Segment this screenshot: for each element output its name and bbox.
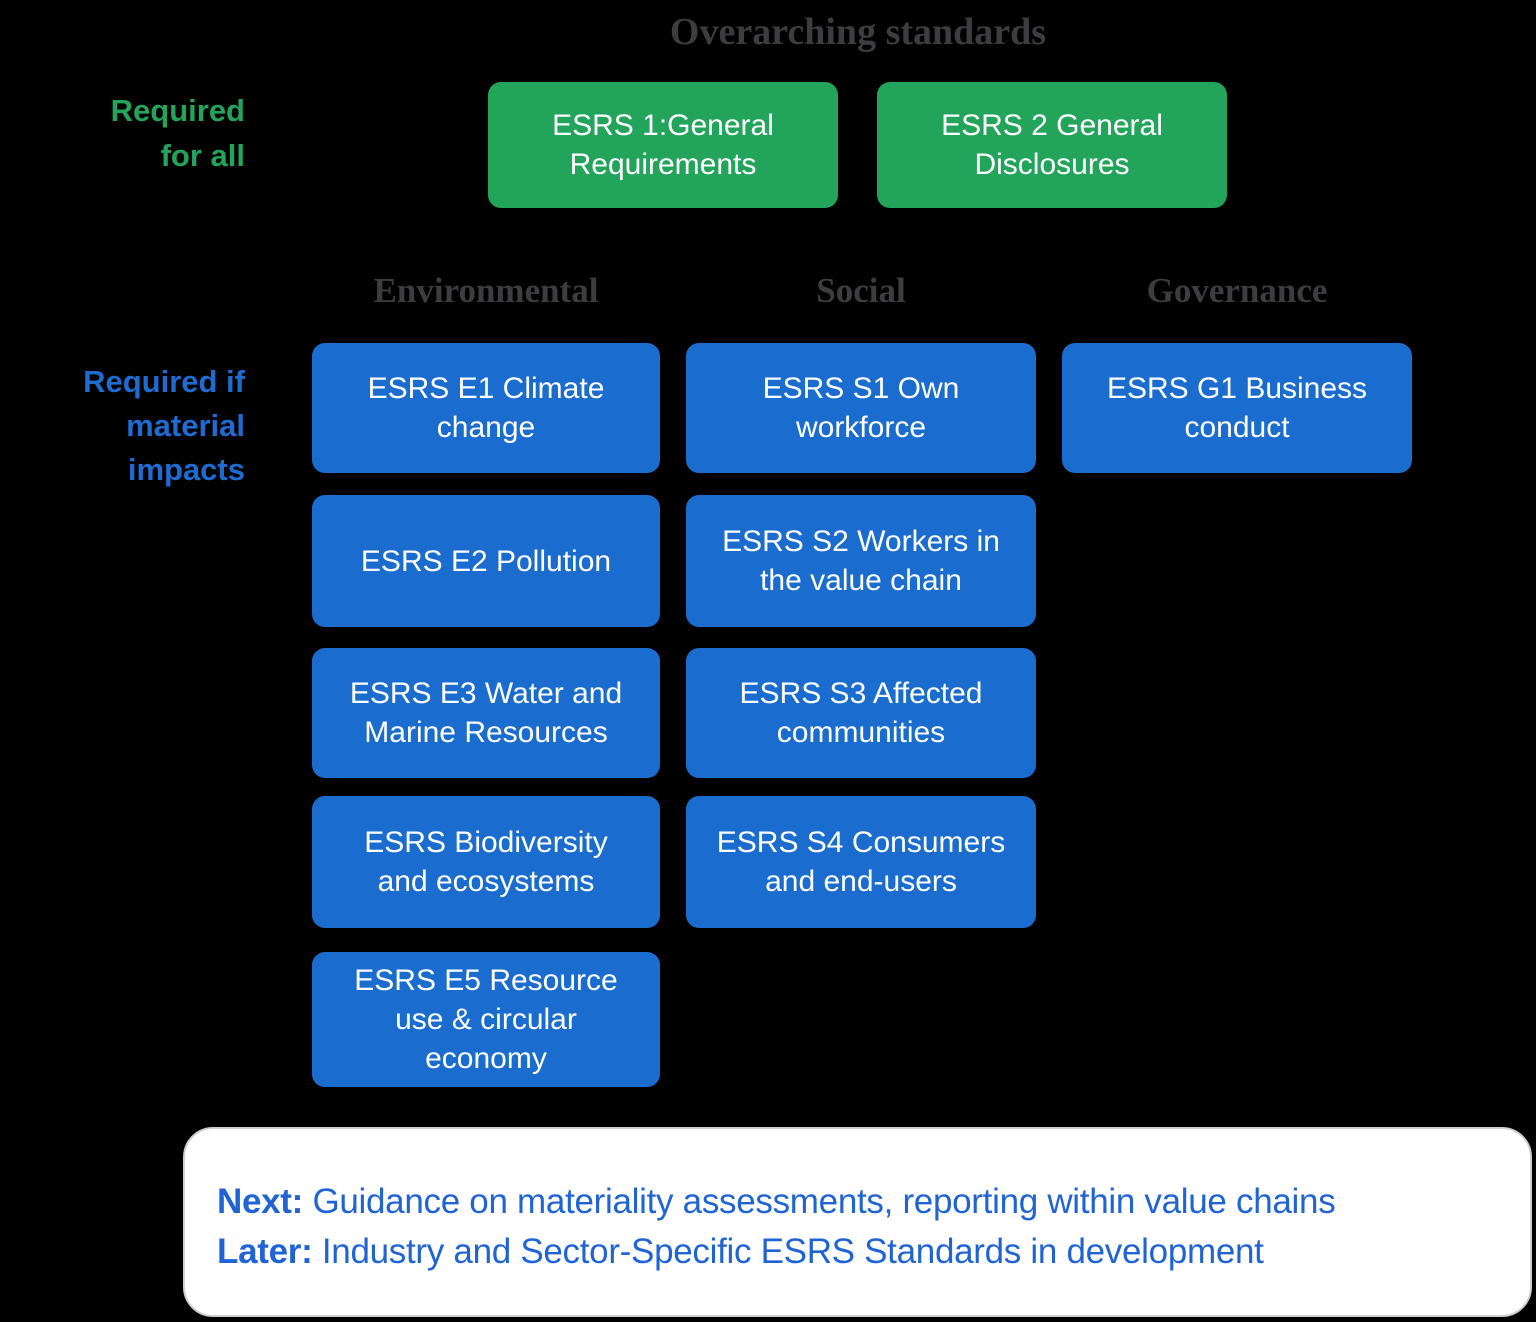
column-header-governance: Governance xyxy=(1146,271,1328,310)
footer-later-label: Later: xyxy=(217,1232,313,1271)
page-title: Overarching standards xyxy=(669,11,1047,53)
box-esrs-s1-own-workforce: ESRS S1 Own workforce xyxy=(686,343,1036,473)
box-esrs-s4-consumers-end-users: ESRS S4 Consumers and end-users xyxy=(686,796,1036,928)
box-esrs-g1-business-conduct: ESRS G1 Business conduct xyxy=(1062,343,1412,473)
box-esrs-e5-resource-use: ESRS E5 Resource use & circular economy xyxy=(312,952,660,1087)
column-header-environmental: Environmental xyxy=(373,271,599,310)
box-esrs-e2-pollution: ESRS E2 Pollution xyxy=(312,495,660,627)
label-required-for-all: Required for all xyxy=(110,93,245,173)
footer-next-text: Guidance on materiality assessments, rep… xyxy=(303,1182,1336,1221)
box-esrs-e1-climate-change: ESRS E1 Climate change xyxy=(312,343,660,473)
footer-line-later: Later: Industry and Sector-Specific ESRS… xyxy=(217,1227,1490,1277)
box-esrs-e3-water-marine: ESRS E3 Water and Marine Resources xyxy=(312,648,660,778)
column-header-social: Social xyxy=(816,271,906,310)
footer-later-text: Industry and Sector-Specific ESRS Standa… xyxy=(312,1232,1264,1271)
box-esrs-s2-workers-value-chain: ESRS S2 Workers in the value chain xyxy=(686,495,1036,627)
footer-note-panel: Next: Guidance on materiality assessment… xyxy=(183,1127,1532,1317)
label-required-if-material: Required if material impacts xyxy=(83,364,245,487)
box-esrs-2-general-disclosures: ESRS 2 General Disclosures xyxy=(877,82,1227,208)
footer-line-next: Next: Guidance on materiality assessment… xyxy=(217,1177,1490,1227)
footer-next-label: Next: xyxy=(217,1182,304,1221)
box-esrs-biodiversity-ecosystems: ESRS Biodiversity and ecosystems xyxy=(312,796,660,928)
box-esrs-s3-affected-communities: ESRS S3 Affected communities xyxy=(686,648,1036,778)
box-esrs-1-general-requirements: ESRS 1:General Requirements xyxy=(488,82,838,208)
